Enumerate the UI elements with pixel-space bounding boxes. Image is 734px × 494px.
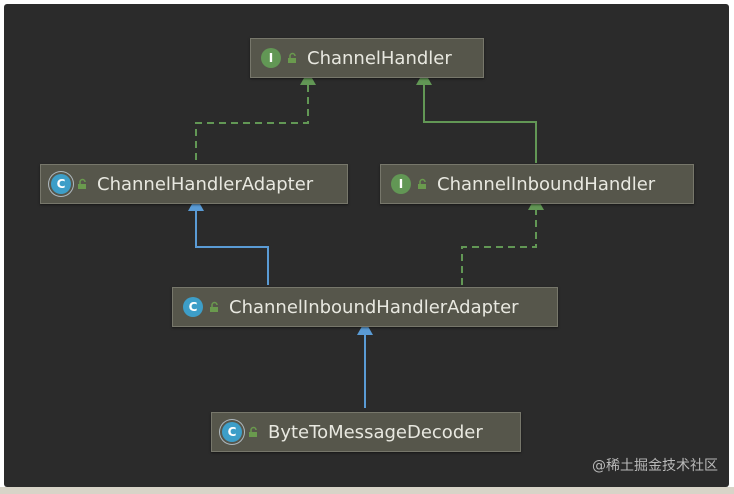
public-visibility-icon	[418, 178, 426, 189]
abstract-class-icon: C	[51, 174, 71, 194]
node-channel-inbound-handler[interactable]: I ChannelInboundHandler	[380, 164, 694, 204]
public-visibility-icon	[210, 301, 218, 312]
node-channel-handler-adapter[interactable]: C ChannelHandlerAdapter	[40, 164, 348, 204]
diagram-canvas	[4, 4, 729, 487]
node-label: ChannelHandler	[307, 47, 452, 69]
edge-inbound-adapter-extends-handler-adapter	[188, 197, 269, 285]
node-label: ByteToMessageDecoder	[268, 421, 483, 443]
bottom-strip	[0, 487, 734, 494]
class-icon: C	[183, 297, 203, 317]
node-byte-to-message-decoder[interactable]: C ByteToMessageDecoder	[211, 412, 521, 452]
public-visibility-icon	[78, 178, 86, 189]
node-label: ChannelInboundHandler	[437, 173, 656, 195]
edge-inbound-adapter-implements-inbound-handler	[461, 196, 544, 285]
public-visibility-icon	[288, 52, 296, 63]
node-channel-handler[interactable]: I ChannelHandler	[250, 38, 484, 78]
public-visibility-icon	[249, 426, 257, 437]
edge-inbound-handler-extends-handler	[416, 71, 537, 163]
interface-icon: I	[391, 174, 411, 194]
interface-icon: I	[261, 48, 281, 68]
node-label: ChannelInboundHandlerAdapter	[229, 296, 519, 318]
abstract-class-icon: C	[222, 422, 242, 442]
node-label: ChannelHandlerAdapter	[97, 173, 314, 195]
edge-handler-adapter-implements-handler	[195, 71, 316, 160]
node-channel-inbound-handler-adapter[interactable]: C ChannelInboundHandlerAdapter	[172, 287, 558, 327]
watermark-text: @稀土掘金技术社区	[592, 458, 718, 474]
